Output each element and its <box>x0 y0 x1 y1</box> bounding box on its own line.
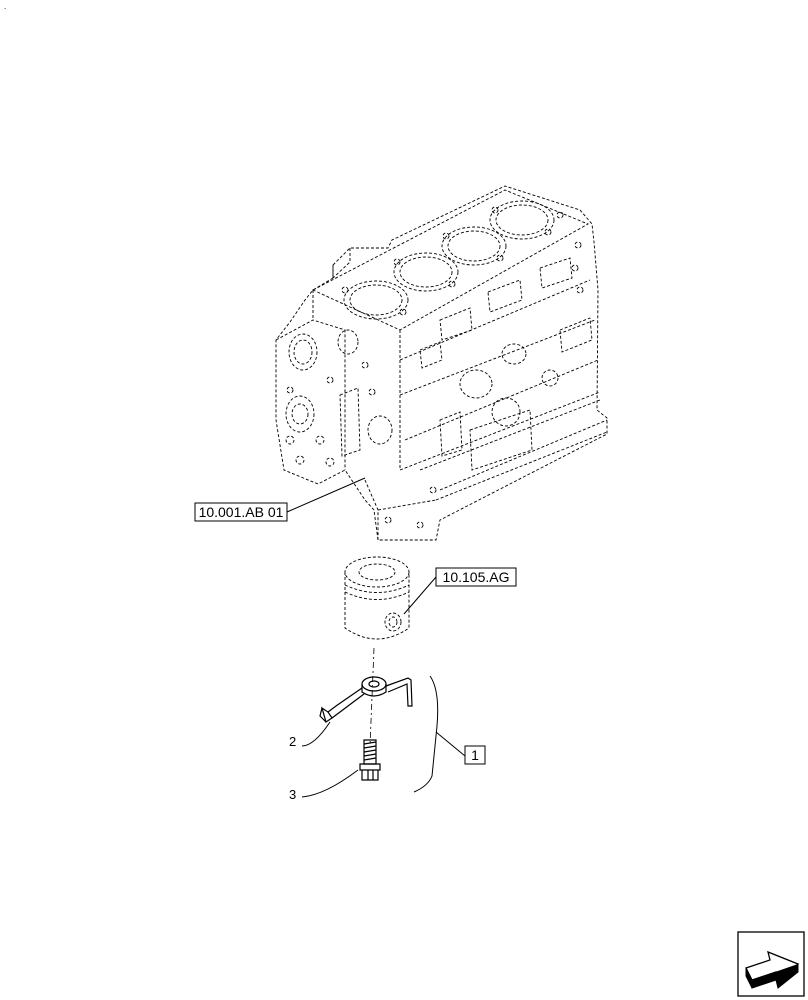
piston-illustration <box>344 556 410 640</box>
kit-ref-label[interactable]: 1 <box>471 747 479 763</box>
kit-ref-box[interactable] <box>464 745 486 765</box>
kit-leader <box>435 731 466 757</box>
jet-callout-number[interactable]: 2 <box>289 734 296 749</box>
engine-block-ref-box[interactable] <box>194 502 288 522</box>
bolt-callout-number[interactable]: 3 <box>289 787 296 802</box>
engine-block-ref-label[interactable]: 10.001.AB 01 <box>199 504 284 520</box>
corner-mark: . <box>4 2 7 11</box>
piston-leader <box>403 576 437 615</box>
bolt-illustration <box>359 739 381 781</box>
engine-block-leader <box>286 477 366 513</box>
piston-ref-label[interactable]: 10.105.AG <box>443 569 510 585</box>
kit-bracket <box>413 675 439 793</box>
engine-block-illustration <box>275 185 608 541</box>
assembly-axis-line <box>369 647 375 747</box>
next-page-arrow-icon[interactable] <box>737 931 805 997</box>
piston-ref-box[interactable] <box>435 567 517 587</box>
cooling-jet-illustration <box>319 676 413 723</box>
jet-callout-leader <box>301 721 331 747</box>
bolt-callout-leader <box>301 769 359 798</box>
